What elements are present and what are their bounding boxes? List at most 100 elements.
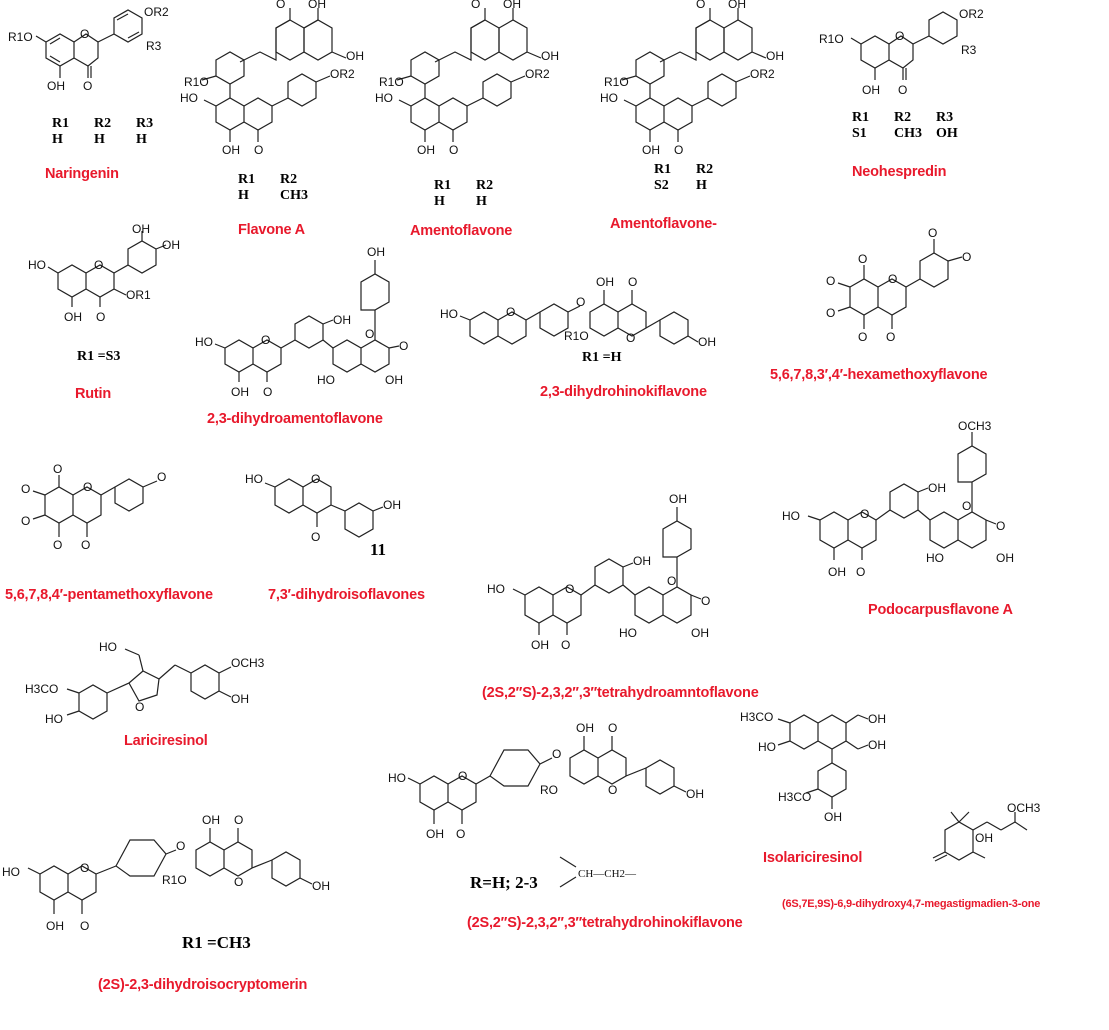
svg-text:OH: OH — [828, 565, 846, 579]
svg-text:R3: R3 — [146, 39, 162, 53]
svg-text:O: O — [506, 305, 515, 319]
svg-text:O: O — [888, 272, 897, 286]
flavone-a-structure: O OH OH R1O OR2 HO OH O — [180, 0, 364, 157]
svg-text:HO: HO — [180, 91, 198, 105]
svg-text:O: O — [234, 813, 243, 827]
svg-text:OR2: OR2 — [525, 67, 550, 81]
amentoflavone-s2-structure: O OH OH R1O OR2 HO OH O — [600, 0, 784, 157]
dihydroamentoflavone-structure: HO O OH OH O O HO OH OH O — [195, 245, 408, 399]
svg-text:OH: OH — [868, 738, 886, 752]
svg-text:R1O: R1O — [184, 75, 209, 89]
svg-text:HO: HO — [2, 865, 20, 879]
svg-text:O: O — [858, 252, 867, 266]
tetrahydrohinokiflavone-structure: HO O O OH O RO O OH OH O — [388, 721, 704, 841]
compound-name: 5,6,7,8,3′,4′-hexamethoxyflavone — [770, 367, 988, 383]
svg-text:R1O: R1O — [379, 75, 404, 89]
dihydrohinokiflavone-structure: HO O O OH O R1O O OH — [440, 275, 716, 349]
svg-text:HO: HO — [388, 771, 406, 785]
svg-text:HO: HO — [619, 626, 637, 640]
megastigmadienone-structure: OH OCH3 — [932, 801, 1041, 862]
dihydroisocryptomerin-substituent: R1 =CH3 — [182, 933, 251, 952]
svg-text:HO: HO — [195, 335, 213, 349]
svg-text:O: O — [860, 507, 869, 521]
svg-text:O: O — [471, 0, 480, 11]
svg-text:O: O — [856, 565, 865, 579]
svg-text:CH—CH2—: CH—CH2— — [578, 868, 637, 880]
svg-text:OH: OH — [64, 310, 82, 324]
compound-name: (2S)-2,3-dihydroisocryptomerin — [98, 977, 308, 993]
svg-text:O: O — [996, 519, 1005, 533]
tetrahydrohinokiflavone-substituent: R=H; 2-3 — [470, 873, 538, 892]
svg-text:O: O — [561, 638, 570, 652]
svg-text:O: O — [456, 827, 465, 841]
compound-name: 5,6,7,8,4′-pentamethoxyflavone — [5, 587, 213, 603]
svg-text:HO: HO — [440, 307, 458, 321]
svg-text:O: O — [608, 721, 617, 735]
svg-text:R1O: R1O — [8, 30, 33, 44]
svg-text:O: O — [234, 875, 243, 889]
svg-text:H3CO: H3CO — [740, 710, 773, 724]
svg-text:O: O — [626, 331, 635, 345]
svg-text:O: O — [858, 330, 867, 344]
svg-text:OH: OH — [766, 49, 784, 63]
svg-text:O: O — [667, 574, 676, 588]
svg-text:OR1: OR1 — [126, 288, 151, 302]
svg-text:O: O — [80, 919, 89, 933]
svg-text:OH: OH — [47, 79, 65, 93]
compound-name: Flavone A — [238, 222, 305, 238]
svg-text:O: O — [261, 333, 270, 347]
svg-text:O: O — [53, 462, 62, 476]
svg-text:O: O — [263, 385, 272, 399]
tetrahydroamentoflavone-structure: HO O OH OH O O HO OH OH O — [487, 492, 710, 652]
svg-text:O: O — [608, 783, 617, 797]
rutin-structure: HO O OR1 OH OH OH O — [28, 222, 180, 324]
compound-name: (2S,2′′S)-2,3,2′′,3′′tetrahydrohinokifla… — [467, 915, 743, 931]
naringenin-structure: R1O O OR2 R3 OH O — [8, 5, 169, 93]
svg-text:R1O: R1O — [604, 75, 629, 89]
svg-text:OH: OH — [868, 712, 886, 726]
svg-text:O: O — [254, 143, 263, 157]
svg-text:OH: OH — [46, 919, 64, 933]
svg-text:O: O — [895, 29, 904, 43]
compound-name: (6S,7E,9S)-6,9-dihydroxy4,7-megastigmadi… — [782, 898, 1041, 910]
svg-text:O: O — [365, 327, 374, 341]
svg-text:O: O — [53, 538, 62, 552]
svg-text:OR2: OR2 — [330, 67, 355, 81]
compound-name: (2S,2′′S)-2,3,2′′,3′′tetrahydroamntoflav… — [482, 685, 759, 701]
svg-text:OH: OH — [308, 0, 326, 11]
svg-text:OH: OH — [202, 813, 220, 827]
svg-text:H3CO: H3CO — [25, 682, 58, 696]
svg-text:O: O — [96, 310, 105, 324]
svg-text:O: O — [83, 79, 92, 93]
svg-text:OH: OH — [162, 238, 180, 252]
svg-text:O: O — [826, 306, 835, 320]
svg-text:OH: OH — [503, 0, 521, 11]
svg-text:R1O: R1O — [564, 329, 589, 343]
svg-text:O: O — [311, 530, 320, 544]
svg-text:O: O — [276, 0, 285, 11]
svg-text:O: O — [565, 582, 574, 596]
compound-name: Naringenin — [45, 166, 119, 182]
svg-text:HO: HO — [28, 258, 46, 272]
svg-text:O: O — [576, 295, 585, 309]
compound-name: Isolariciresinol — [763, 850, 863, 866]
svg-text:OH: OH — [132, 222, 150, 236]
svg-text:OR2: OR2 — [959, 7, 984, 21]
compound-name: 2,3-dihydroamentoflavone — [207, 411, 383, 427]
svg-text:O: O — [94, 258, 103, 272]
svg-text:OH: OH — [417, 143, 435, 157]
svg-text:RO: RO — [540, 783, 558, 797]
svg-text:OH: OH — [383, 498, 401, 512]
svg-text:O: O — [552, 747, 561, 761]
svg-text:OH: OH — [862, 83, 880, 97]
compound-name: Neohespredin — [852, 164, 947, 180]
svg-text:O: O — [157, 470, 166, 484]
svg-text:OH: OH — [669, 492, 687, 506]
compound-name: Amentoflavone- — [610, 216, 717, 232]
pentamethoxyflavone-structure: O O O O O O O — [21, 462, 166, 552]
svg-text:OH: OH — [367, 245, 385, 259]
svg-text:OH: OH — [333, 313, 351, 327]
